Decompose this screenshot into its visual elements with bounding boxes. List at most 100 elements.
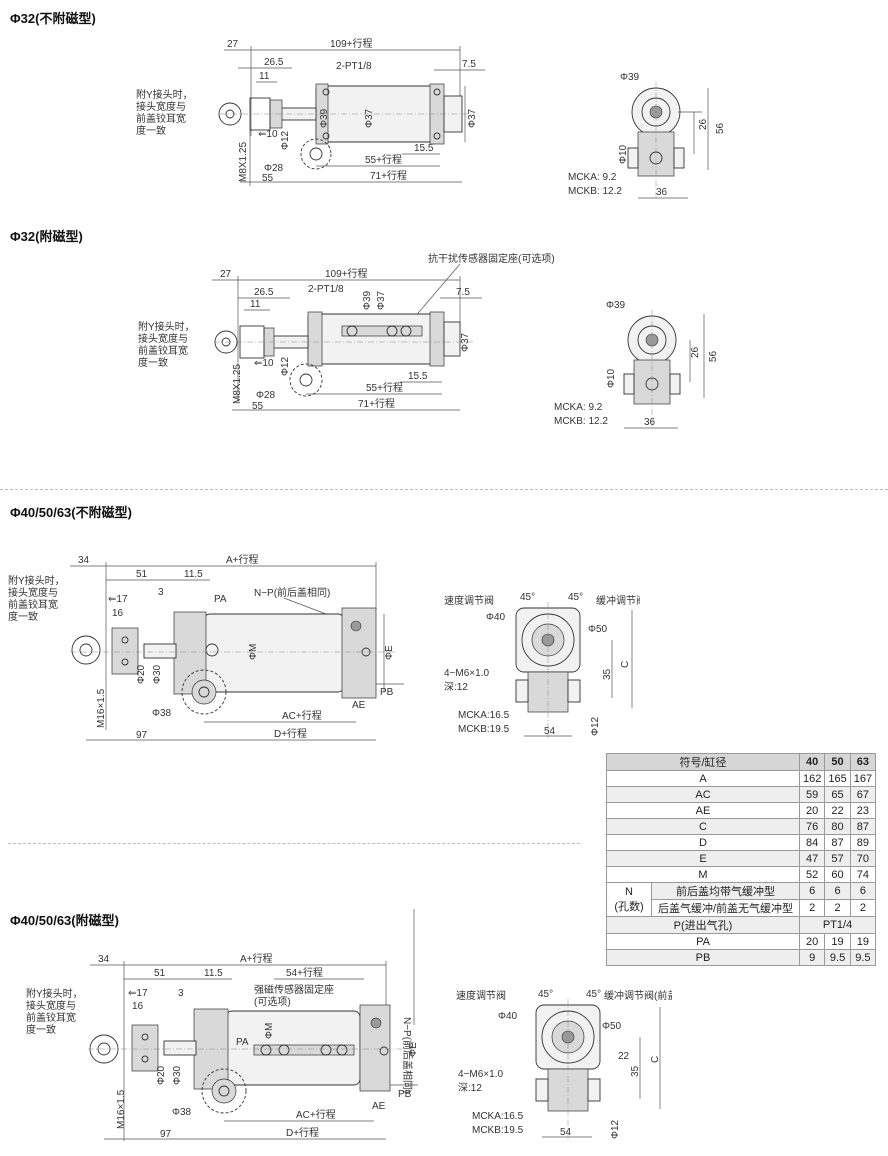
note-line: 前盖铰耳宽 (136, 112, 186, 125)
dim-c: C (620, 661, 631, 668)
dim-26-5: 26.5 (254, 287, 274, 298)
dim-17: ⇐17 (108, 594, 128, 605)
piston-rod (143, 643, 177, 659)
dim-16: 16 (132, 1001, 144, 1012)
dim-26: 26 (698, 118, 709, 130)
label-speed-valve: 速度调节阀 (456, 989, 506, 1002)
rear-cover (341, 607, 377, 699)
dim-17: ⇐17 (128, 988, 148, 999)
dim-97: 97 (136, 730, 148, 741)
dim-phi-39: Φ39 (606, 300, 626, 311)
dim-51: 51 (154, 968, 166, 979)
clevis-bracket (181, 669, 227, 715)
note-line: 接头宽度与 (8, 586, 58, 599)
cushion-valve (370, 1017, 382, 1029)
table-header-50: 50 (824, 753, 851, 771)
dim-54: 54 (544, 726, 556, 737)
dim-27: 27 (227, 39, 239, 50)
dim-71-stroke: 71+行程 (358, 397, 395, 410)
dim-phi-37: Φ37 (376, 290, 387, 310)
dim-pa: PA (214, 594, 227, 605)
dim-phi-20: Φ20 (136, 664, 147, 684)
dim-phi-28: Φ28 (256, 390, 276, 401)
angle-45-left: 45° (538, 989, 553, 1000)
dim-phi-38: Φ38 (172, 1107, 192, 1118)
note-line: 接头宽度与 (26, 999, 76, 1012)
dim-phi-28: Φ28 (264, 163, 284, 174)
sensor-mount-label: (可选项) (254, 995, 291, 1008)
label-mcka: MCKA: 9.2 (568, 172, 617, 183)
dim-ac-stroke: AC+行程 (296, 1108, 336, 1121)
dim-35: 35 (630, 1065, 641, 1077)
dim-27: 27 (220, 269, 232, 280)
rod-clevis (111, 627, 139, 675)
table-row: P(进出气孔)PT1/4 (606, 916, 877, 934)
section-title-40-nonmag: Φ40/50/63(不附磁型) (10, 505, 132, 520)
dim-34: 34 (78, 555, 90, 566)
dim-phi-30: Φ30 (152, 664, 163, 684)
note-line: 附Y接头时， (26, 987, 83, 1000)
dim-11: 11 (259, 71, 270, 82)
dim-3: 3 (158, 587, 164, 598)
note-line: 度一致 (136, 124, 166, 137)
dim-36: 36 (644, 417, 656, 428)
dim-d-stroke: D+行程 (286, 1126, 319, 1139)
dim-51: 51 (136, 569, 148, 580)
dim-55: 55 (262, 173, 274, 184)
dim-pb: PB (398, 1089, 412, 1100)
sensor-mount-label: 强磁传感器固定座 (254, 983, 334, 996)
dim-109-stroke: 109+行程 (325, 267, 368, 280)
dim-phi-39: Φ39 (620, 72, 640, 83)
note-line: 度一致 (138, 356, 168, 369)
dim-d-stroke: D+行程 (274, 727, 307, 740)
note-line: 前盖铰耳宽 (8, 598, 58, 611)
dim-phi-50: Φ50 (588, 624, 608, 635)
dim-phi-10: Φ10 (606, 368, 617, 388)
dim-pt-port: 2-PT1/8 (308, 284, 344, 295)
angle-45-right: 45° (586, 989, 601, 1000)
drawing-40-mag-front: N−P(前后盖相同) 附Y接头时， 接头宽度与 前盖铰耳宽 度一致 34 A+行… (26, 909, 419, 1141)
dim-phi-m: ΦM (248, 644, 259, 660)
label-mcka: MCKA:16.5 (458, 710, 510, 721)
dim-36: 36 (656, 187, 668, 198)
label-mckb: MCKB: 12.2 (568, 186, 622, 197)
dim-phi-39: Φ39 (319, 108, 330, 128)
dim-16: 16 (112, 608, 124, 619)
cylinder-tube (203, 613, 345, 693)
note-line: 度一致 (8, 610, 38, 623)
dim-56: 56 (715, 122, 726, 134)
label-speed-valve: 速度调节阀 (444, 594, 494, 607)
y-joint-eye (71, 635, 101, 665)
dim-phi-12: Φ12 (280, 130, 291, 150)
dim-56: 56 (708, 350, 719, 362)
dim-35: 35 (602, 668, 613, 680)
piston-rod (163, 1040, 197, 1056)
label-mckb: MCKB:19.5 (472, 1125, 524, 1136)
drawing-40-nonmag-side: 速度调节阀 缓冲调节阀(前盖可选) 45° 45° Φ40 Φ50 C 35 4… (444, 592, 640, 738)
dim-15-5: 15.5 (408, 371, 428, 382)
dim-m8: M8X1.25 (232, 364, 243, 404)
clevis-bracket (300, 138, 332, 170)
dim-10: ⇐10 (254, 358, 274, 369)
dim-phi-50: Φ50 (602, 1021, 622, 1032)
note-line: 度一致 (26, 1023, 56, 1036)
angle-45-right: 45° (568, 592, 583, 603)
table-header-label: 符号/缸径 (606, 753, 800, 771)
note-line: 接头宽度与 (138, 332, 188, 345)
dim-np: N−P(前后盖相同) (254, 586, 330, 599)
table-header-40: 40 (798, 753, 826, 771)
cylinder-tube (307, 313, 439, 365)
dim-pa: PA (236, 1037, 249, 1048)
dim-26-5: 26.5 (264, 57, 284, 68)
dim-11-5: 11.5 (204, 968, 223, 979)
dim-55-stroke: 55+行程 (365, 153, 402, 166)
drawing-32-nonmag-side: Φ39 26 56 Φ10 MCKA: 9.2 MCKB: 12.2 36 (568, 72, 726, 199)
note-line: 前盖铰耳宽 (26, 1011, 76, 1024)
drawing-32-mag-side: Φ39 26 56 Φ10 MCKA: 9.2 MCKB: 12.2 36 (554, 300, 719, 429)
dim-np-vertical: N−P(前后盖相同) (401, 1017, 414, 1093)
dim-phi-e: ΦE (408, 1042, 419, 1057)
